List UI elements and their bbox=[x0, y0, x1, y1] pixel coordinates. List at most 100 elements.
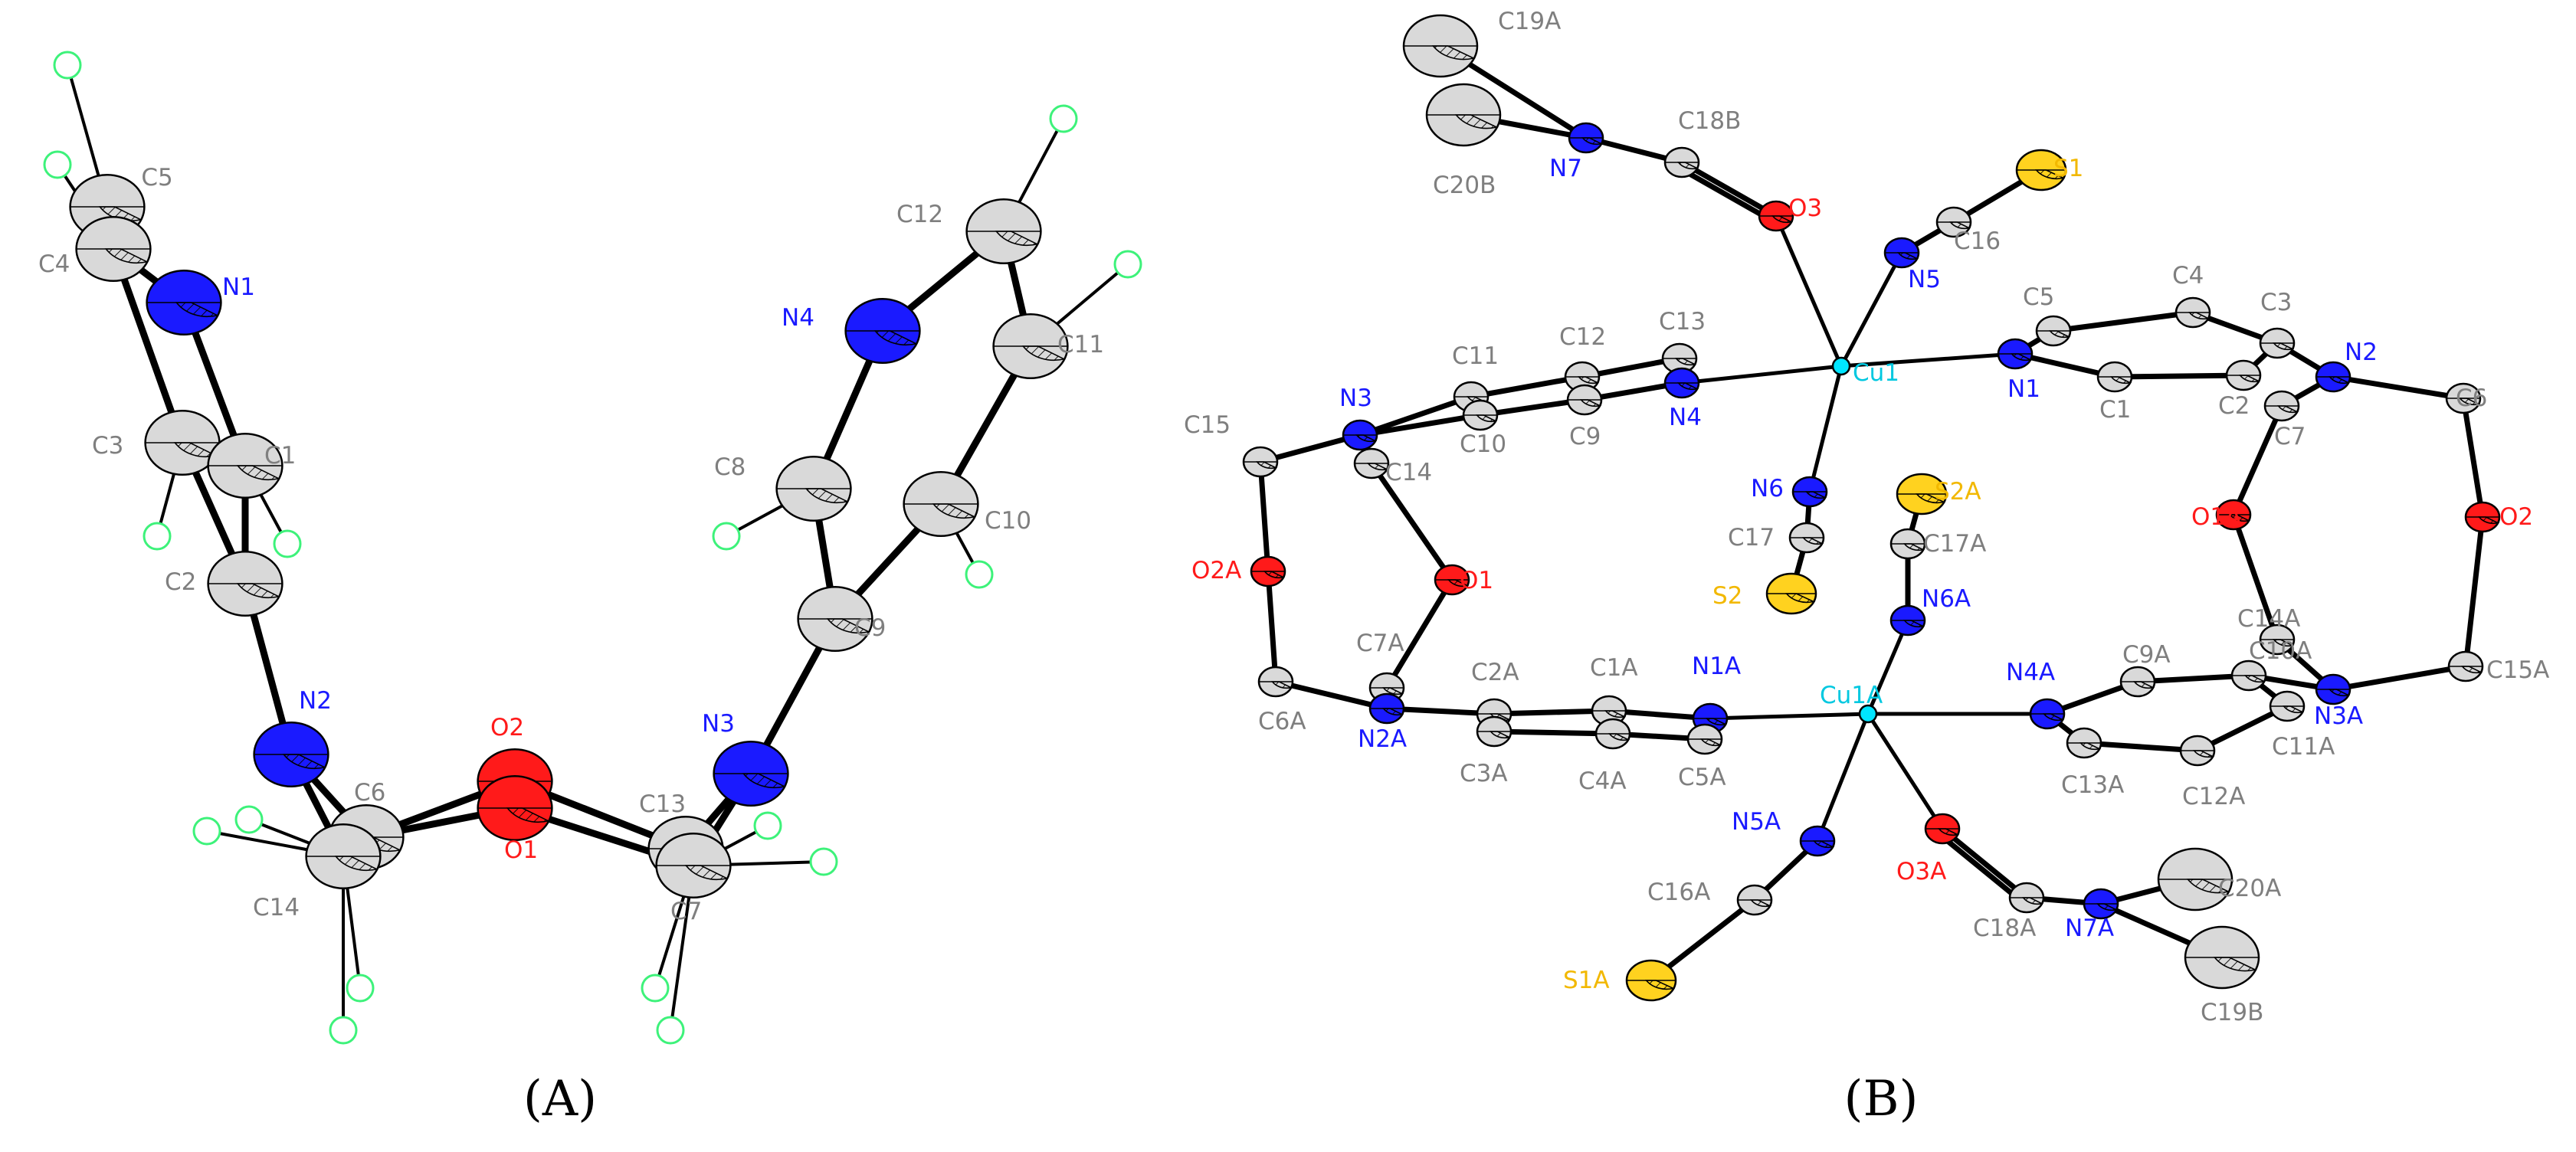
atom-b-c6a bbox=[1257, 666, 1294, 698]
bond-b-c2a-n2a bbox=[1384, 705, 1497, 717]
hydrogen-atom-a-2 bbox=[143, 522, 172, 551]
label-a-c7: C7 bbox=[670, 898, 702, 925]
bond-b-o1-c14 bbox=[1368, 460, 1455, 583]
label-b-n7: N7 bbox=[1549, 155, 1582, 182]
label-b-c2: C2 bbox=[2218, 392, 2250, 420]
atom-b-c19a bbox=[1402, 14, 1479, 78]
label-b-n1a: N1A bbox=[1692, 653, 1741, 680]
label-b-c12a: C12A bbox=[2182, 783, 2245, 810]
label-a-c5: C5 bbox=[141, 164, 172, 191]
atom-b-o1a bbox=[2215, 499, 2252, 531]
label-b-c5a: C5A bbox=[1678, 764, 1726, 791]
atom-b-n1 bbox=[1997, 338, 2034, 370]
atom-b-n6a bbox=[1889, 604, 1926, 637]
atom-b-n2a bbox=[1368, 692, 1405, 725]
atom-b-n3 bbox=[1342, 419, 1378, 451]
atom-b-n2 bbox=[2315, 361, 2352, 393]
label-a-c6: C6 bbox=[354, 779, 385, 807]
bond-b-o3a-c18a bbox=[1939, 826, 2030, 901]
atom-b-o1 bbox=[1434, 564, 1470, 596]
label-b-c17: C17 bbox=[1728, 524, 1775, 551]
atom-b-c19b bbox=[2184, 925, 2260, 990]
bond-b-cu1-n4 bbox=[1680, 364, 1844, 385]
bond-b-o2-c15a bbox=[2463, 514, 2486, 669]
atom-b-c14a bbox=[2259, 623, 2296, 656]
atom-b-n4a bbox=[2029, 698, 2066, 730]
label-a-c3: C3 bbox=[92, 432, 123, 460]
label-a-c10: C10 bbox=[985, 507, 1031, 535]
label-b-c14a: C14A bbox=[2237, 605, 2300, 633]
bond-b-cu1a-o3a bbox=[1866, 712, 1945, 831]
bond-b-o1a-c14a bbox=[2230, 512, 2280, 643]
label-b-o2a: O2A bbox=[1191, 557, 1241, 584]
atom-b-c6 bbox=[2445, 382, 2482, 414]
bond-b-c7-o1a bbox=[2230, 403, 2285, 518]
label-b-c3: C3 bbox=[2260, 289, 2292, 316]
label-b-o2: O2 bbox=[2499, 503, 2533, 531]
label-a-c1: C1 bbox=[264, 442, 296, 470]
label-b-c20b: C20B bbox=[1433, 172, 1496, 199]
bond-b-c18b-o3 bbox=[1679, 159, 1779, 219]
bond-b-c6-o2 bbox=[2460, 395, 2486, 520]
bond-b-cu1-n6 bbox=[1807, 364, 1844, 494]
label-b-s2: S2 bbox=[1712, 582, 1742, 610]
atom-b-c4a bbox=[1594, 718, 1631, 750]
bond-b-c15a-n3a bbox=[2330, 663, 2469, 692]
bond-b-c4a-c3a bbox=[1491, 728, 1616, 737]
label-b-c10: C10 bbox=[1460, 430, 1506, 458]
atom-b-cu1 bbox=[1831, 356, 1851, 376]
atom-b-n3a bbox=[2315, 673, 2352, 705]
bond-b-c10a-c9a bbox=[2135, 673, 2252, 685]
hydrogen-atom-a-13 bbox=[809, 847, 838, 876]
atom-b-c15a bbox=[2447, 650, 2484, 682]
bond-b-o3-cu1 bbox=[1774, 214, 1844, 368]
label-a-c11: C11 bbox=[1057, 331, 1104, 358]
label-b-c1a: C1A bbox=[1590, 654, 1638, 682]
hydrogen-atom-a-6 bbox=[346, 974, 375, 1003]
atom-b-c20b bbox=[1425, 83, 1502, 147]
label-b-n2: N2 bbox=[2345, 339, 2378, 366]
atom-b-o3a bbox=[1924, 813, 1961, 845]
atom-b-o2 bbox=[2464, 501, 2501, 533]
atom-b-c15 bbox=[1242, 446, 1279, 478]
atom-b-c17 bbox=[1788, 522, 1825, 554]
label-a-c8: C8 bbox=[714, 453, 746, 481]
atom-b-c18b bbox=[1663, 146, 1700, 178]
label-b-s2a: S2A bbox=[1935, 478, 1981, 506]
atom-b-c13a bbox=[2066, 727, 2102, 759]
atom-b-s2a bbox=[1896, 473, 1948, 515]
hydrogen-atom-a-1 bbox=[43, 150, 72, 179]
bond-b-cu1-n5 bbox=[1839, 250, 1904, 368]
atom-b-c2 bbox=[2225, 359, 2262, 391]
hydrogen-atom-a-14 bbox=[641, 974, 670, 1003]
label-b-n7a: N7A bbox=[2065, 915, 2114, 942]
label-a-o2: O2 bbox=[490, 714, 524, 741]
label-b-s1: S1 bbox=[2053, 155, 2083, 182]
bond-b-c7a-o1 bbox=[1384, 577, 1455, 691]
atom-b-n6 bbox=[1791, 476, 1828, 508]
hydrogen-atom-a-4 bbox=[234, 805, 264, 834]
label-b-c14: C14 bbox=[1385, 459, 1432, 486]
atom-b-n4 bbox=[1663, 367, 1700, 399]
atom-b-c10a bbox=[2230, 659, 2267, 692]
label-b-o3: O3 bbox=[1788, 195, 1822, 222]
hydrogen-atom-a-10 bbox=[712, 522, 741, 551]
atom-b-c3 bbox=[2259, 327, 2296, 359]
atom-b-s1 bbox=[2015, 149, 2067, 191]
bond-b-n2-c6 bbox=[2330, 374, 2466, 401]
atom-a-c10 bbox=[903, 470, 979, 538]
atom-a-n1 bbox=[146, 269, 222, 336]
atom-b-o3 bbox=[1758, 200, 1794, 232]
label-b-c3a: C3A bbox=[1460, 760, 1508, 787]
bond-b-c2-c1 bbox=[2112, 372, 2247, 380]
label-a-n1: N1 bbox=[222, 273, 255, 301]
label-b-c11: C11 bbox=[1452, 342, 1499, 370]
label-b-c20a: C20A bbox=[2218, 875, 2281, 902]
atom-b-c5a bbox=[1686, 723, 1723, 755]
label-b-c19b: C19B bbox=[2201, 999, 2263, 1026]
atom-b-c9a bbox=[2119, 666, 2156, 698]
label-a-n4: N4 bbox=[782, 304, 814, 332]
label-b-c6: C6 bbox=[2456, 385, 2487, 412]
hydrogen-atom-a-8 bbox=[1049, 104, 1078, 133]
